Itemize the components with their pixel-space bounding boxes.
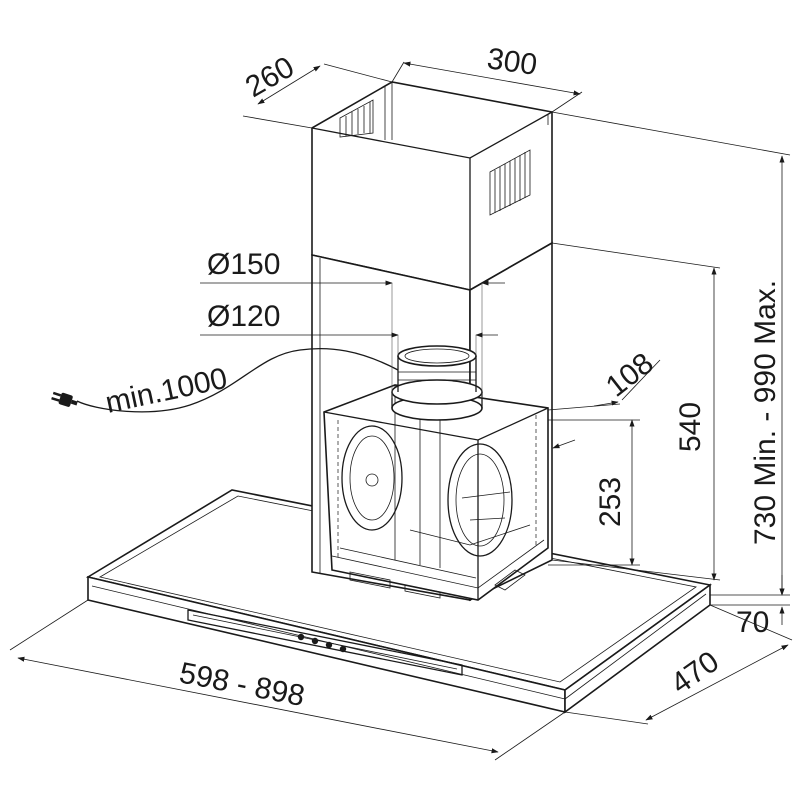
dim-outlet-diameter-small: Ø120: [207, 300, 280, 333]
dimension-lines: [9, 61, 793, 761]
dim-total-height: 730 Min. - 990 Max.: [749, 280, 782, 545]
control-button: [339, 645, 347, 653]
dim-outlet-diameter-large: Ø150: [207, 248, 280, 281]
chimney-vent: [339, 99, 374, 138]
dim-cable-length: min.1000: [103, 362, 231, 420]
control-button: [297, 633, 305, 641]
dim-canopy-depth: 470: [665, 645, 725, 701]
power-cable: [76, 348, 399, 413]
dim-chimney-width: 300: [485, 42, 539, 82]
fan-wheel-left: [341, 425, 403, 531]
control-button: [311, 637, 319, 645]
motor-housing: [323, 345, 549, 601]
dim-canopy-to-bracket: 540: [674, 402, 707, 452]
dim-canopy-thickness: 70: [736, 606, 769, 639]
chimney-side-vent: [489, 149, 531, 216]
dim-outlet-offset: 108: [600, 347, 660, 404]
dim-chimney-depth: 260: [240, 50, 300, 104]
plug-icon: [51, 391, 78, 407]
fan-wheel-right: [447, 443, 513, 557]
outlet-collar: [391, 345, 483, 421]
dim-canopy-width: 598 - 898: [177, 656, 308, 713]
control-button: [325, 641, 333, 649]
dim-motor-height: 253: [594, 477, 627, 527]
